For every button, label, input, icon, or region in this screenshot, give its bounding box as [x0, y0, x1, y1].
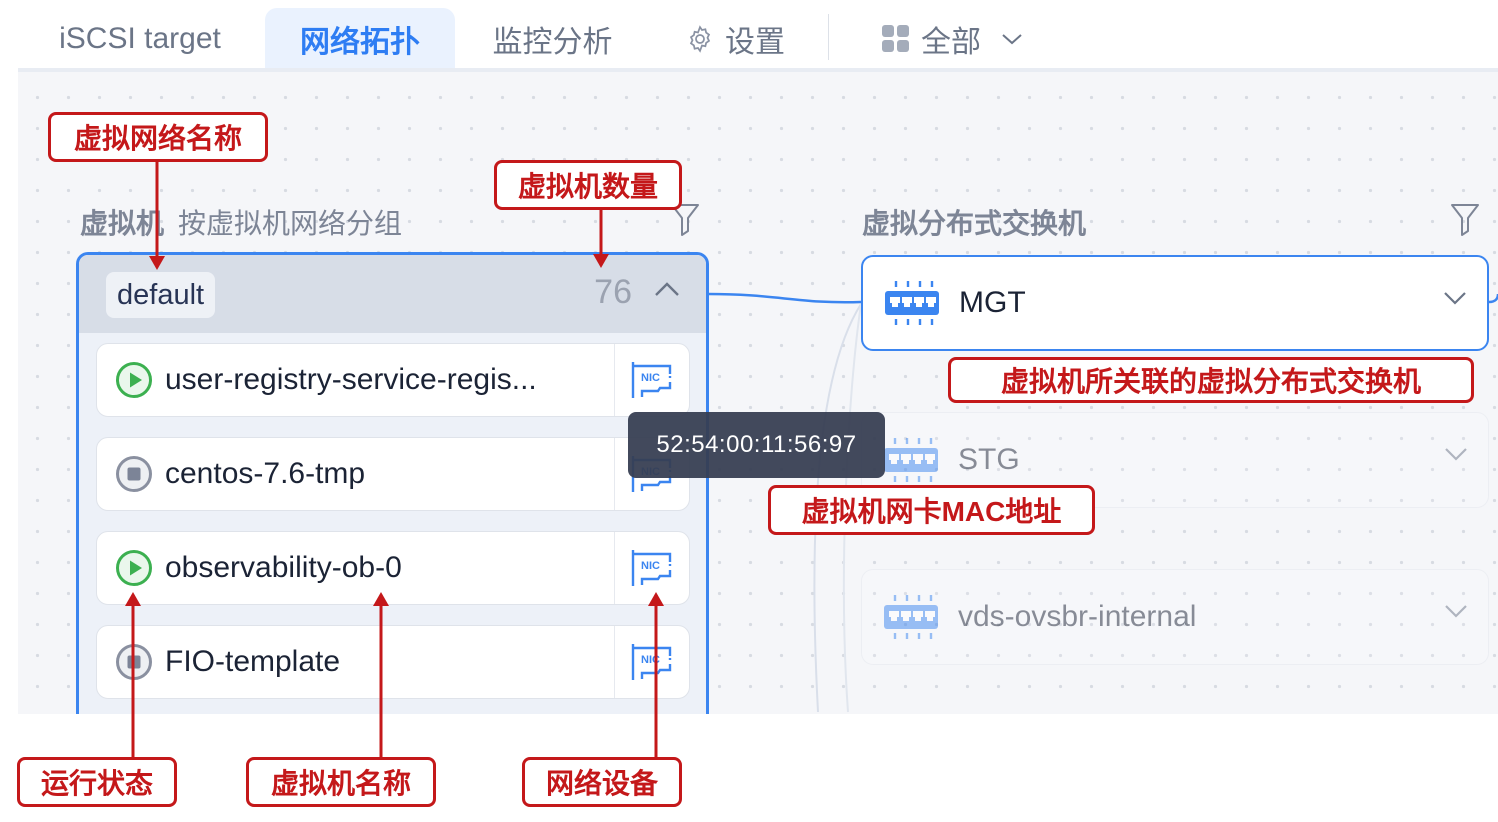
vm-title: 虚拟机 — [80, 208, 165, 239]
switch-name: vds-ovsbr-internal — [958, 600, 1197, 633]
switch-name: MGT — [959, 286, 1026, 319]
right-link — [1488, 293, 1498, 304]
tab-underline — [18, 68, 1498, 72]
running-status-icon — [116, 362, 152, 398]
switch-icon — [885, 281, 939, 325]
topology-canvas[interactable]: 虚拟机按虚拟机网络分组 default 76 user-registry-ser… — [18, 72, 1498, 714]
annotation-nic-mac: 虚拟机网卡MAC地址 — [768, 485, 1095, 535]
svg-text:NIC: NIC — [641, 560, 660, 572]
vm-panel-title: 虚拟机按虚拟机网络分组 — [80, 202, 402, 242]
filter-icon[interactable] — [670, 202, 700, 238]
tab-label: 全部 — [921, 26, 981, 59]
switch-icon — [884, 595, 938, 639]
vds-panel-title: 虚拟分布式交换机 — [862, 208, 1087, 239]
svg-text:NIC: NIC — [641, 372, 660, 384]
vm-row[interactable]: user-registry-service-regis... NIC — [96, 343, 690, 417]
running-status-icon — [116, 550, 152, 586]
chevron-down-icon[interactable] — [1444, 604, 1468, 618]
vm-subtitle: 按虚拟机网络分组 — [178, 208, 403, 239]
tab-bar: iSCSI target 网络拓扑 监控分析 设置 全部 — [0, 0, 1498, 72]
annotation-network-device: 网络设备 — [522, 757, 682, 807]
vm-row[interactable]: FIO-template NIC — [96, 625, 690, 699]
switch-name: STG — [958, 443, 1020, 476]
vds-switch-stg[interactable]: STG — [861, 412, 1489, 508]
tab-label: iSCSI target — [59, 22, 221, 55]
tab-label: 监控分析 — [492, 26, 613, 59]
annotation-network-name: 虚拟网络名称 — [48, 112, 268, 162]
vm-group-default: default 76 user-registry-service-regis..… — [76, 252, 709, 714]
annotation-run-status: 运行状态 — [17, 757, 177, 807]
vm-row[interactable]: centos-7.6-tmp NIC — [96, 437, 690, 511]
vm-name: observability-ob-0 — [165, 551, 402, 584]
network-name-tag: default — [106, 272, 216, 318]
vm-name: centos-7.6-tmp — [165, 457, 366, 490]
nic-button[interactable]: NIC — [614, 344, 689, 416]
tab-monitoring[interactable]: 监控分析 — [470, 8, 635, 70]
grid-icon — [882, 25, 909, 52]
vm-group-header[interactable]: default 76 — [79, 255, 706, 333]
annotation-vm-name: 虚拟机名称 — [246, 757, 436, 807]
vm-vds-link — [707, 292, 862, 304]
vm-row[interactable]: observability-ob-0 NIC — [96, 531, 690, 605]
chevron-down-icon — [1002, 34, 1022, 45]
gear-icon — [689, 25, 711, 53]
tab-network-topology[interactable]: 网络拓扑 — [265, 8, 455, 70]
tab-label: 网络拓扑 — [300, 26, 420, 59]
chevron-down-icon[interactable] — [1444, 447, 1468, 461]
nic-icon: NIC — [631, 644, 672, 680]
mac-address-tooltip: 52:54:00:11:56:97 — [628, 412, 885, 478]
vds-switch-mgt[interactable]: MGT — [861, 255, 1489, 351]
vm-count: 76 — [594, 273, 632, 311]
svg-text:NIC: NIC — [641, 654, 660, 666]
tab-iscsi-target[interactable]: iSCSI target — [30, 8, 250, 70]
vds-switch-ovsbr-internal[interactable]: vds-ovsbr-internal — [861, 569, 1489, 665]
tab-divider — [828, 14, 829, 60]
annotation-vm-count: 虚拟机数量 — [494, 160, 682, 210]
tab-all-dropdown[interactable]: 全部 — [862, 8, 1042, 70]
tab-settings[interactable]: 设置 — [670, 8, 800, 70]
chevron-down-icon[interactable] — [1443, 291, 1467, 305]
nic-button[interactable]: NIC — [614, 626, 689, 698]
switch-icon — [884, 438, 938, 482]
vm-name: FIO-template — [165, 645, 341, 678]
annotation-associated-vds: 虚拟机所关联的虚拟分布式交换机 — [948, 357, 1474, 403]
vm-name: user-registry-service-regis... — [165, 363, 537, 396]
chevron-up-icon[interactable] — [654, 281, 680, 297]
nic-button[interactable]: NIC — [614, 532, 689, 604]
stopped-status-icon — [116, 456, 152, 492]
tab-label: 设置 — [725, 26, 785, 59]
filter-icon[interactable] — [1450, 202, 1480, 238]
nic-icon: NIC — [631, 362, 672, 398]
nic-icon: NIC — [631, 550, 672, 586]
stopped-status-icon — [116, 644, 152, 680]
